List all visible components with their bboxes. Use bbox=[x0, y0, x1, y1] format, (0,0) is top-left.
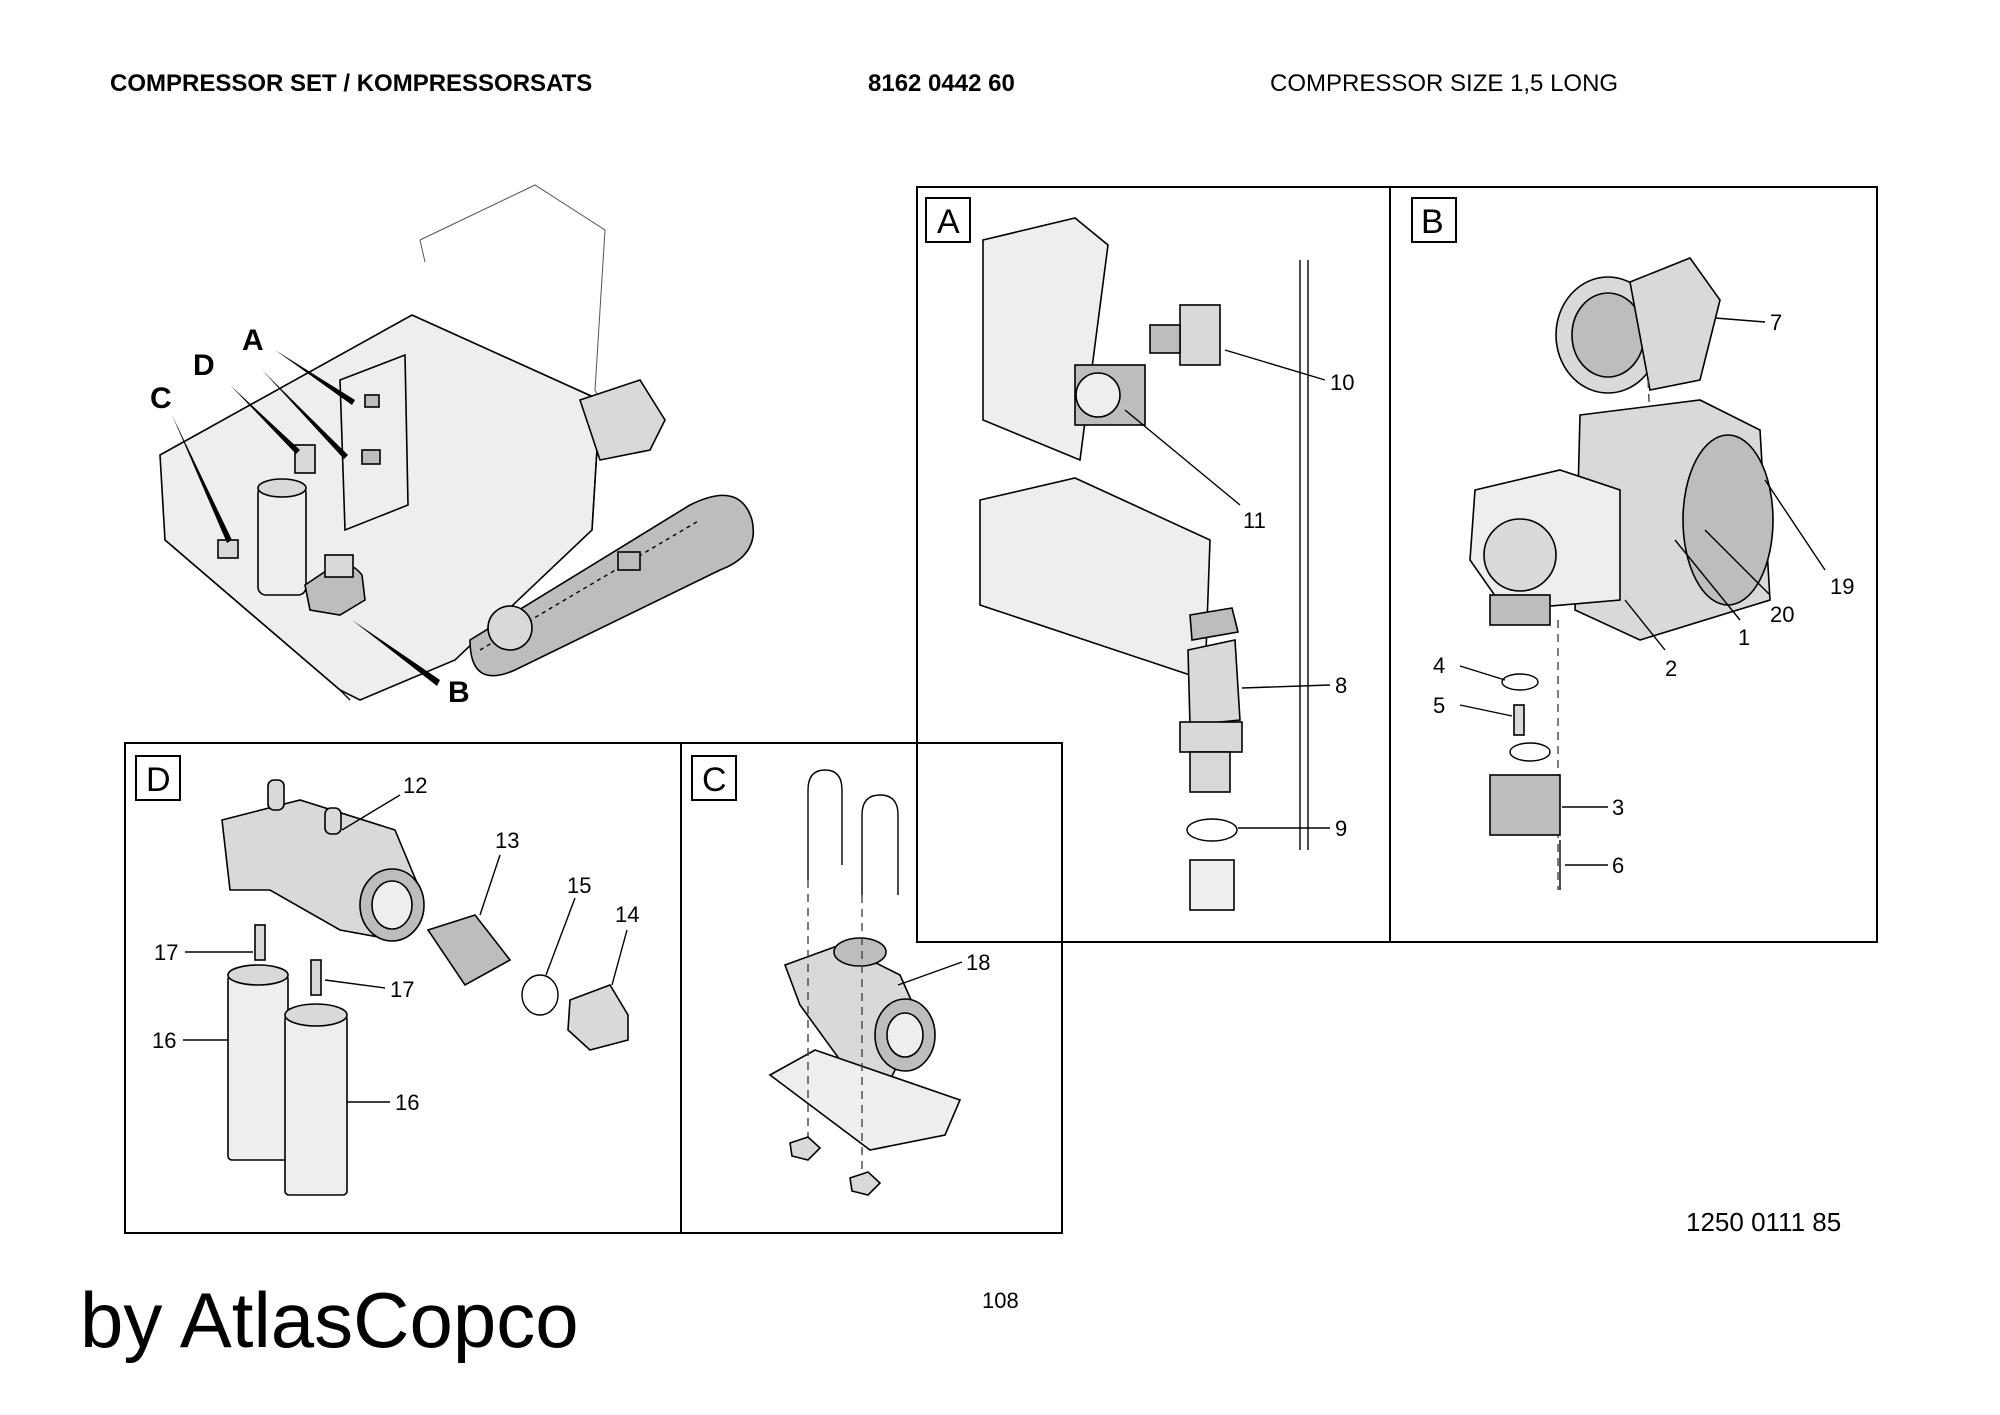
pressure-regulator-8 bbox=[1179, 607, 1243, 793]
manifold-12 bbox=[221, 779, 425, 942]
callout-19: 19 bbox=[1830, 574, 1854, 599]
callout-1: 1 bbox=[1738, 625, 1750, 650]
callout-18: 18 bbox=[966, 950, 990, 975]
panel-a-letter: A bbox=[937, 203, 960, 241]
overview-label-b: B bbox=[448, 676, 470, 709]
callout-9: 9 bbox=[1335, 816, 1347, 841]
panel-c-letter: C bbox=[702, 761, 727, 799]
overview-label-d: D bbox=[193, 349, 215, 382]
callout-7: 7 bbox=[1770, 310, 1782, 335]
callout-3: 3 bbox=[1612, 795, 1624, 820]
callout-20: 20 bbox=[1770, 602, 1794, 627]
callout-2: 2 bbox=[1665, 656, 1677, 681]
callout-4: 4 bbox=[1433, 653, 1445, 678]
inlet-housing-7 bbox=[1555, 257, 1721, 394]
tee-fitting-18 bbox=[783, 937, 936, 1082]
overview-label-a: A bbox=[242, 324, 264, 357]
filter-16a bbox=[227, 924, 289, 1161]
panel-b-letter: B bbox=[1421, 203, 1444, 241]
callout-10: 10 bbox=[1330, 370, 1354, 395]
plug-14 bbox=[567, 984, 629, 1051]
page-number: 108 bbox=[982, 1288, 1019, 1313]
panel-d-letter: D bbox=[146, 761, 171, 799]
u-bolts bbox=[807, 769, 899, 895]
callout-6: 6 bbox=[1612, 853, 1624, 878]
callout-12: 12 bbox=[403, 773, 427, 798]
valve-10 bbox=[1149, 304, 1221, 366]
gauge-11 bbox=[1074, 364, 1146, 426]
document-number: 1250 0111 85 bbox=[1686, 1207, 1842, 1237]
filter-insert-13 bbox=[426, 914, 512, 987]
document-title: COMPRESSOR SET / KOMPRESSORSATS bbox=[110, 70, 593, 97]
compressor-description: COMPRESSOR SIZE 1,5 LONG bbox=[1270, 70, 1619, 97]
callout-5: 5 bbox=[1433, 693, 1445, 718]
brand-watermark: by AtlasCopco bbox=[80, 1276, 579, 1364]
panel-c: C 18 bbox=[680, 742, 1063, 1234]
overview-drawing: A D C B bbox=[150, 184, 754, 709]
callout-15: 15 bbox=[567, 873, 591, 898]
panel-b: B 7 19 20 1 2 4 5 bbox=[1389, 186, 1878, 943]
callout-17a: 17 bbox=[154, 940, 178, 965]
panel-d: D 12 13 15 14 bbox=[124, 742, 682, 1234]
callout-16b: 16 bbox=[395, 1090, 419, 1115]
callout-8: 8 bbox=[1335, 673, 1347, 698]
panel-a: A 10 11 8 9 bbox=[916, 186, 1391, 943]
callout-17b: 17 bbox=[390, 977, 414, 1002]
part-number: 8162 0442 60 bbox=[868, 70, 1015, 97]
callout-13: 13 bbox=[495, 828, 519, 853]
callout-11: 11 bbox=[1243, 508, 1266, 533]
callout-14: 14 bbox=[615, 902, 639, 927]
filter-16b bbox=[284, 959, 348, 1196]
compressor-element-1 bbox=[1469, 399, 1774, 641]
overview-label-c: C bbox=[150, 382, 172, 415]
callout-16a: 16 bbox=[152, 1028, 176, 1053]
